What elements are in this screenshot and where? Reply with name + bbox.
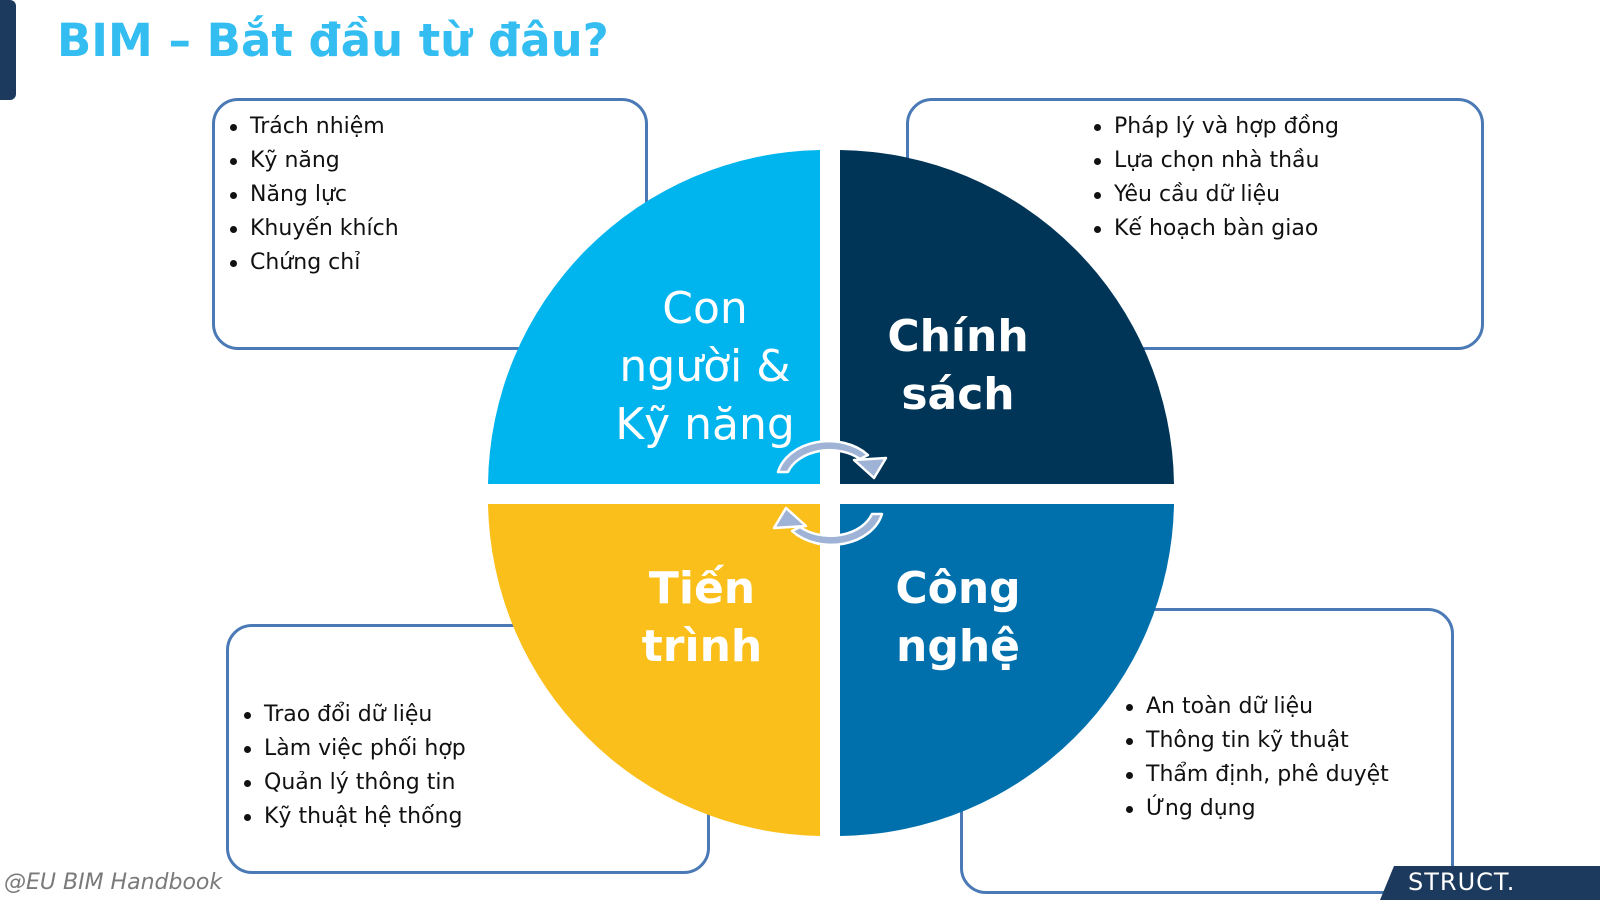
policy-list: Pháp lý và hợp đồng Lựa chọn nhà thầu Yê… bbox=[1094, 110, 1339, 246]
policy-quadrant bbox=[840, 150, 1174, 484]
rotate-arrow-icon bbox=[776, 439, 888, 480]
list-item: An toàn dữ liệu bbox=[1126, 690, 1389, 724]
list-item: Kế hoạch bàn giao bbox=[1094, 212, 1339, 246]
technology-quadrant-label: Công nghệ bbox=[895, 563, 1021, 672]
brand-logo: STRUCT. bbox=[1408, 868, 1516, 896]
footer-bar bbox=[1380, 866, 1600, 900]
people-quadrant bbox=[488, 150, 820, 484]
accent-bar bbox=[0, 0, 16, 100]
technology-list: An toàn dữ liệu Thông tin kỹ thuật Thẩm … bbox=[1126, 690, 1389, 826]
source-credit: @EU BIM Handbook bbox=[4, 870, 223, 895]
list-item: Quản lý thông tin bbox=[244, 766, 466, 800]
list-item: Yêu cầu dữ liệu bbox=[1094, 178, 1339, 212]
list-item: Trao đổi dữ liệu bbox=[244, 698, 466, 732]
process-quadrant-label: Tiến trình bbox=[641, 563, 763, 672]
list-item: Khuyến khích bbox=[230, 212, 399, 246]
list-item: Kỹ thuật hệ thống bbox=[244, 800, 466, 834]
list-item: Trách nhiệm bbox=[230, 110, 399, 144]
list-item: Thông tin kỹ thuật bbox=[1126, 724, 1389, 758]
process-list: Trao đổi dữ liệu Làm việc phối hợp Quản … bbox=[244, 698, 466, 834]
page-title: BIM – Bắt đầu từ đâu? bbox=[57, 14, 609, 67]
list-item: Pháp lý và hợp đồng bbox=[1094, 110, 1339, 144]
policy-quadrant-label: Chính sách bbox=[887, 311, 1029, 420]
technology-quadrant bbox=[840, 504, 1174, 836]
rotate-arrow-icon bbox=[772, 506, 884, 547]
list-item: Chứng chỉ bbox=[230, 246, 399, 280]
list-item: Năng lực bbox=[230, 178, 399, 212]
process-quadrant bbox=[488, 504, 820, 836]
list-item: Làm việc phối hợp bbox=[244, 732, 466, 766]
people-list: Trách nhiệm Kỹ năng Năng lực Khuyến khíc… bbox=[230, 110, 399, 280]
list-item: Kỹ năng bbox=[230, 144, 399, 178]
list-item: Thẩm định, phê duyệt bbox=[1126, 758, 1389, 792]
list-item: Ứng dụng bbox=[1126, 792, 1389, 826]
people-quadrant-label: Con người & Kỹ năng bbox=[615, 283, 795, 450]
list-item: Lựa chọn nhà thầu bbox=[1094, 144, 1339, 178]
